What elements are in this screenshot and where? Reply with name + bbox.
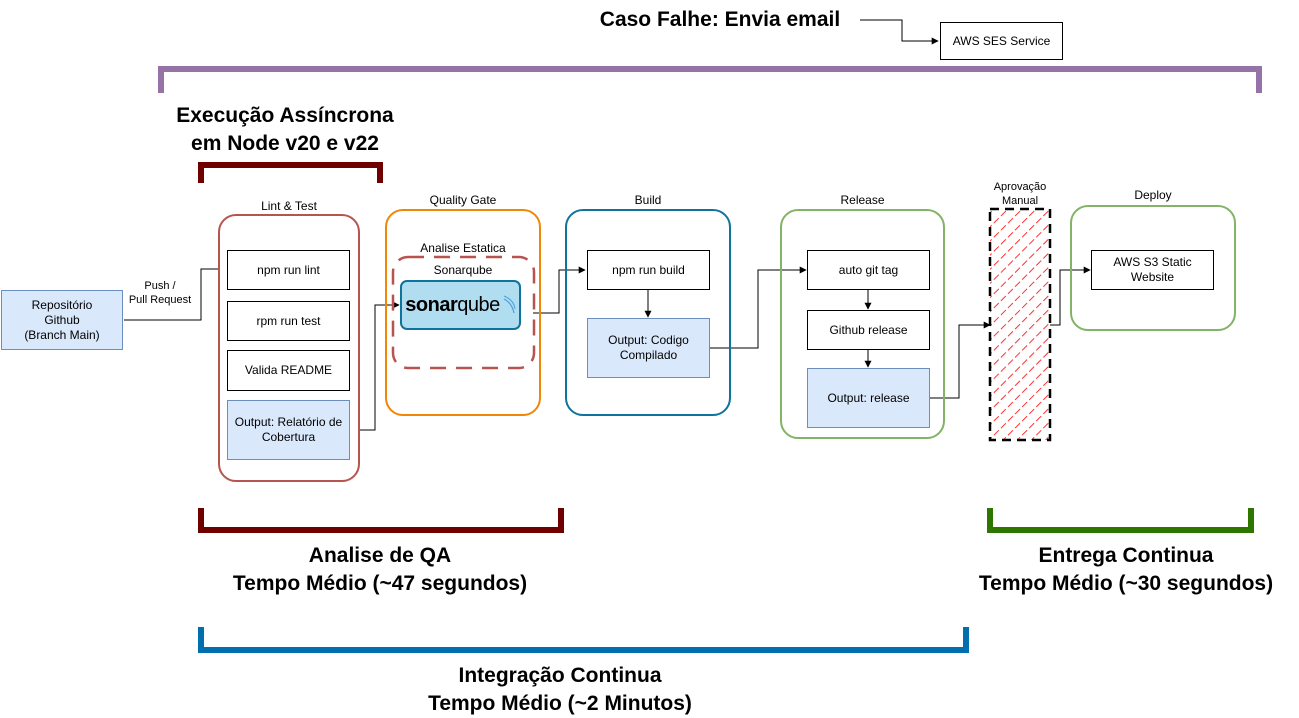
push-line1: Push / — [144, 280, 176, 292]
sonarqube-logo-bold: sonar — [405, 293, 458, 316]
cd-line2: Tempo Médio (~30 segundos) — [978, 572, 1274, 595]
sonarqube-logo-light: qube — [457, 293, 500, 316]
release-step-github: Github release — [807, 310, 930, 350]
quality-stage — [385, 209, 541, 416]
ses-service-box: AWS SES Service — [940, 22, 1063, 60]
qa-bracket — [198, 508, 564, 533]
sonar-waves-icon — [503, 295, 516, 314]
repo-arrow — [124, 265, 227, 321]
sonarqube-label: Sonarqube — [433, 263, 493, 277]
async-heading: Execução Assíncrona em Node v20 e v22 — [140, 102, 430, 158]
quality-stage-title: Quality Gate — [429, 193, 497, 207]
build-output-box: Output: Codigo Compilado — [587, 318, 710, 378]
repo-line2: Github — [44, 312, 80, 327]
sonar-dashed-region — [391, 255, 536, 370]
push-line2: Pull Request — [128, 294, 192, 306]
build-output-line1: Output: Codigo — [608, 333, 689, 347]
build-stage — [565, 209, 731, 416]
release-stage — [780, 209, 945, 439]
approval-bar — [988, 207, 1052, 442]
lint-to-sonar-arrow — [350, 301, 400, 431]
deploy-stage — [1070, 205, 1236, 331]
cd-bracket — [987, 508, 1254, 533]
lint-step-test: rpm run test — [227, 301, 350, 341]
qa-summary: Analise de QA Tempo Médio (~47 segundos) — [180, 542, 580, 598]
build-stage-title: Build — [634, 193, 662, 207]
async-heading-line2: em Node v20 e v22 — [191, 132, 379, 155]
build-step: npm run build — [587, 250, 710, 290]
sonar-to-build-arrow — [533, 266, 586, 314]
deploy-target-box: AWS S3 Static Website — [1091, 250, 1214, 290]
ci-summary: Integração Continua Tempo Médio (~2 Minu… — [380, 662, 740, 718]
failure-note: Caso Falhe: Envia email — [599, 8, 841, 31]
approval-to-deploy-arrow — [1050, 266, 1091, 326]
repo-line1: Repositório — [31, 297, 93, 312]
ci-line2: Tempo Médio (~2 Minutos) — [428, 692, 692, 715]
approval-label: Aprovação Manual — [980, 180, 1060, 208]
push-label: Push / Pull Request — [122, 279, 198, 307]
lint-output-line1: Output: Relatório de — [234, 415, 343, 429]
release-output-box: Output: release — [807, 368, 930, 428]
build-to-release-arrow — [709, 266, 807, 349]
lint-stage-title: Lint & Test — [261, 199, 317, 213]
repo-line3: (Branch Main) — [24, 327, 100, 342]
deploy-line1: AWS S3 Static — [1113, 255, 1192, 269]
lint-step-readme: Valida README — [227, 350, 350, 391]
release-step-tag: auto git tag — [807, 250, 930, 290]
failure-arrow — [860, 19, 939, 45]
ci-line1: Integração Continua — [458, 664, 662, 687]
lint-output-box: Output: Relatório de Cobertura — [227, 400, 350, 460]
build-output-line2: Compilado — [619, 348, 678, 362]
release-stage-title: Release — [840, 193, 885, 207]
lint-step-lint: npm run lint — [227, 250, 350, 290]
async-heading-line1: Execução Assíncrona — [176, 104, 394, 127]
approval-line1: Aprovação — [993, 181, 1047, 193]
deploy-stage-title: Deploy — [1134, 188, 1172, 202]
repository-box: Repositório Github (Branch Main) — [1, 290, 123, 350]
purple-bracket — [158, 66, 1262, 93]
quality-subtitle: Analise Estatica — [420, 241, 506, 255]
qa-line1: Analise de QA — [308, 544, 452, 567]
ci-bracket — [198, 627, 969, 653]
lint-output-line2: Cobertura — [261, 430, 316, 444]
qa-line2: Tempo Médio (~47 segundos) — [232, 572, 528, 595]
approval-line2: Manual — [1001, 195, 1039, 207]
deploy-line2: Website — [1130, 270, 1175, 284]
cd-summary: Entrega Continua Tempo Médio (~30 segund… — [955, 542, 1297, 598]
cd-line1: Entrega Continua — [1038, 544, 1214, 567]
async-bracket — [198, 162, 383, 183]
